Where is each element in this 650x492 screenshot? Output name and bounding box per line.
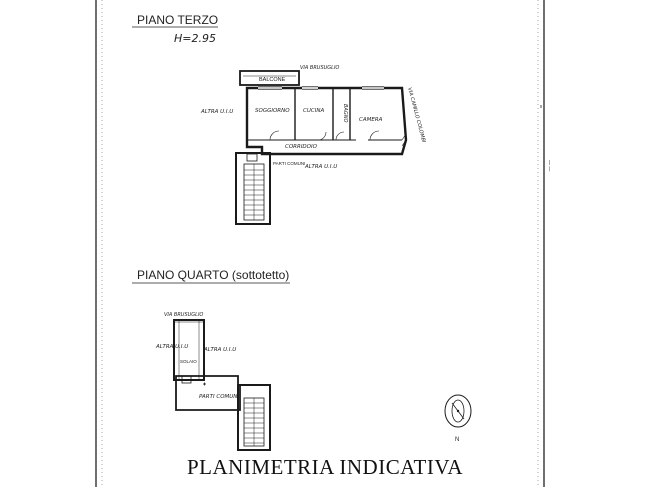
floor3-stair-core — [235, 152, 271, 225]
label-solaio: SOLAIO — [180, 359, 197, 364]
label-soggiorno: SOGGIORNO — [255, 108, 290, 114]
label-via-brusuglio-3: VIA BRUSUGLIO — [300, 65, 339, 71]
balcony-outline — [239, 70, 300, 86]
footer-title: PLANIMETRIA INDICATIVA — [186, 455, 464, 479]
floor4-common-area — [175, 375, 241, 411]
sheet-border: — — — [95, 0, 552, 487]
floor4-plan — [173, 319, 271, 451]
label-camera: CAMERA — [359, 117, 383, 123]
label-via-brusuglio-4: VIA BRUSUGLIO — [164, 312, 203, 318]
label-altra-uiu-left-3: ALTRA U.I.U — [200, 109, 233, 115]
floor4-stair-treads — [244, 398, 264, 446]
floor3-title: PIANO TERZO — [137, 13, 218, 27]
floor4-stair-core — [237, 384, 271, 451]
label-balcone: BALCONE — [259, 77, 286, 83]
label-parti-comuni-3: PARTI COMUNI — [273, 161, 305, 166]
label-parti-comuni-4: PARTI COMUNI — [199, 394, 239, 400]
label-via-camillo-colombi: VIA CAMILLO COLOMBI — [406, 87, 427, 144]
label-cucina: CUCINA — [303, 108, 324, 114]
label-bagno: BAGNO — [342, 104, 348, 122]
svg-text:— —: — — — [546, 160, 552, 171]
label-altra-uiu-left-4: ALTRA U.I.U — [155, 344, 188, 350]
floor4-labels: VIA BRUSUGLIO ALTRA U.I.U ALTRA U.I.U SO… — [155, 312, 239, 400]
floor3-height: H=2.95 — [174, 32, 216, 45]
floor3-stair-treads — [244, 164, 264, 220]
compass-rose — [444, 394, 472, 428]
attic-outline — [173, 319, 205, 381]
floor3-plan — [235, 70, 408, 225]
floor3-outer-wall — [245, 86, 408, 156]
label-altra-uiu-right-4: ALTRA U.I.U — [203, 347, 236, 353]
label-corridoio: CORRIDOIO — [285, 144, 318, 150]
floor4-title: PIANO QUARTO (sottotetto) — [137, 268, 289, 282]
compass-north-label: N — [455, 437, 459, 443]
label-altra-uiu-bottom-3: ALTRA U.I.U — [304, 164, 337, 170]
